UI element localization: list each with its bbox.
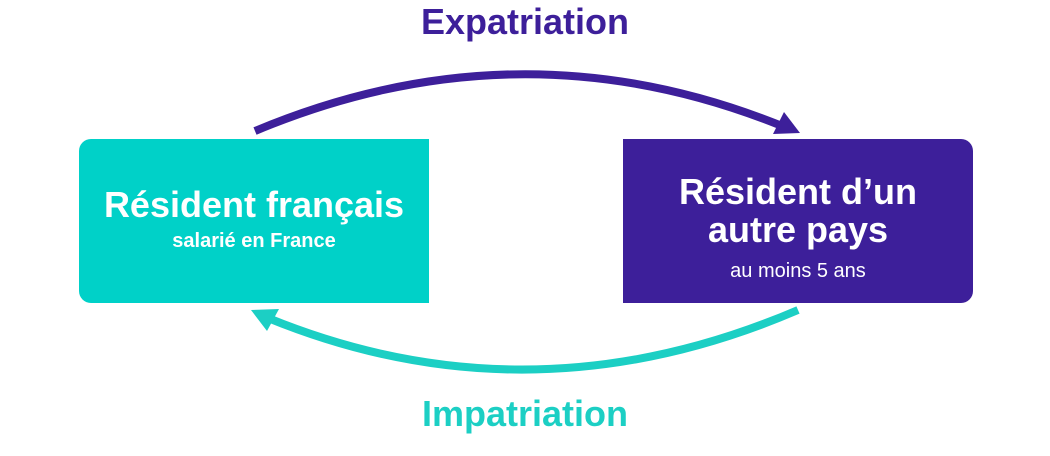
foreign-resident-box: Résident d’un autre pays au moins 5 ans xyxy=(623,139,973,303)
foreign-resident-title-line1: Résident d’un xyxy=(678,171,917,212)
impatriation-arc xyxy=(266,306,800,374)
french-resident-subtitle: salarié en France xyxy=(172,230,336,252)
expatriation-arrowhead xyxy=(773,112,800,134)
foreign-resident-subtitle: au moins 5 ans xyxy=(730,260,866,282)
impatriation-arrowhead xyxy=(251,309,279,331)
french-resident-box: Résident français salarié en France xyxy=(79,139,429,303)
expatriation-label: Expatriation xyxy=(420,1,630,42)
foreign-resident-title-line2: autre pays xyxy=(707,209,889,250)
impatriation-label: Impatriation xyxy=(421,393,628,434)
foreign-resident-title: Résident d’un autre pays xyxy=(623,173,973,249)
expatriation-arc xyxy=(253,70,784,135)
french-resident-title: Résident français xyxy=(103,184,405,225)
